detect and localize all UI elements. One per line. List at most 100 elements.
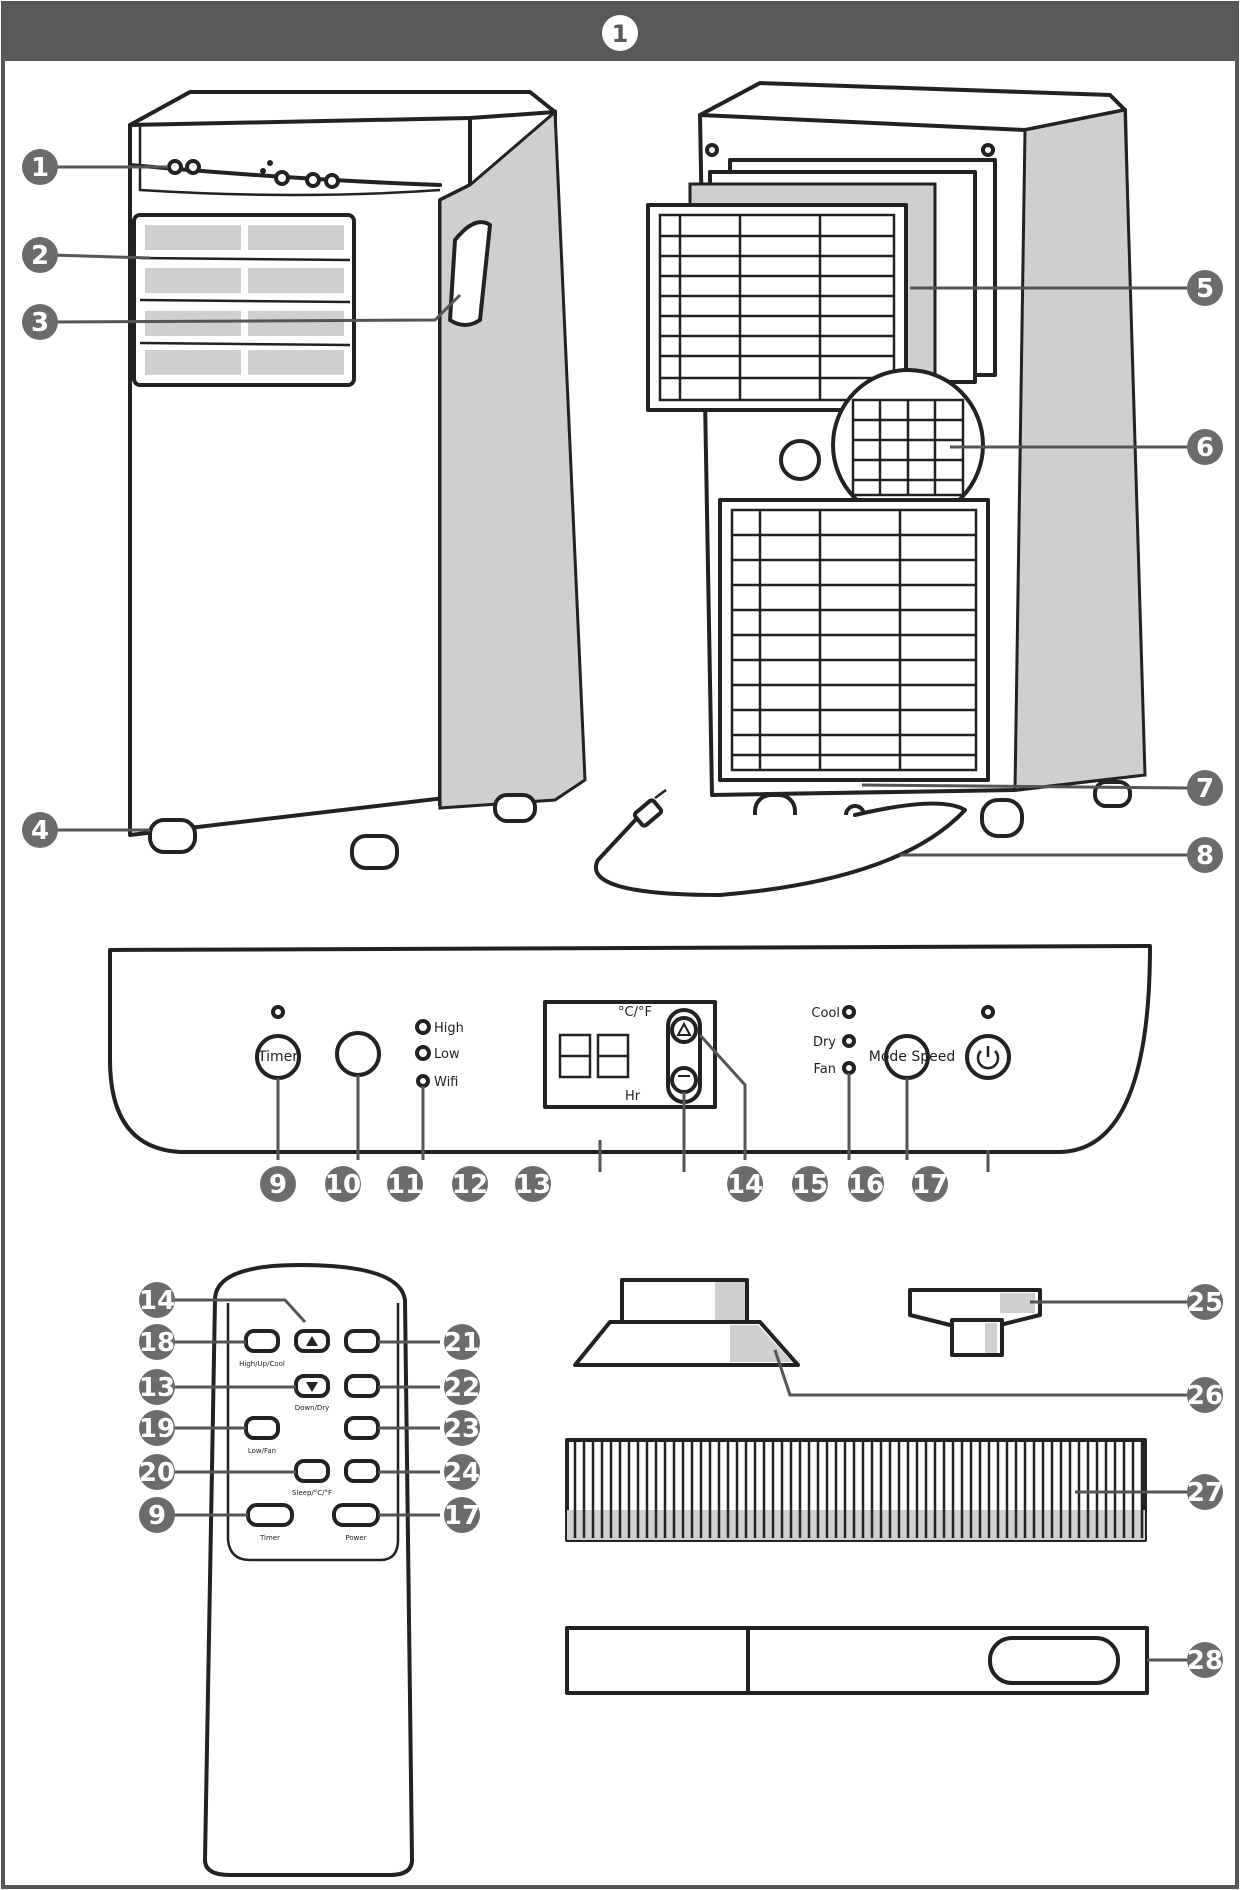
- callout-badge-label: 9: [269, 1170, 287, 1200]
- remote-high-up-cool-button: [244, 1329, 280, 1353]
- callout-badge-circle: [139, 1324, 175, 1360]
- callout-badge-circle: [727, 1166, 763, 1202]
- callout-badge-label: 27: [1187, 1478, 1223, 1508]
- callout-badge-circle: [139, 1410, 175, 1446]
- remote-swing-button: [344, 1459, 380, 1483]
- control-panel: Timer High Low Wifi °C/°F Hr Cool: [108, 944, 1152, 1154]
- callout-badge-circle: [260, 1166, 296, 1202]
- window-slider-kit: [565, 1626, 1149, 1695]
- callout-badge-circle: [444, 1324, 480, 1360]
- callout-badge-19: 19: [139, 1410, 175, 1446]
- callout-badge-20: 20: [139, 1454, 175, 1490]
- callout-badge-label: 15: [792, 1170, 828, 1200]
- callout-badge-circle: [387, 1166, 423, 1202]
- callout-badge-9: 9: [260, 1166, 296, 1202]
- callout-badge-26: 26: [1187, 1377, 1223, 1413]
- callout-badge-label: 3: [31, 308, 49, 338]
- callout-badge-23: 23: [444, 1410, 480, 1446]
- rear-view-unit: [594, 81, 1147, 897]
- callout-badge-label: 26: [1187, 1381, 1223, 1411]
- callout-badge-label: 21: [444, 1328, 480, 1358]
- power-cord: [594, 801, 967, 897]
- callout-badge-circle: [444, 1454, 480, 1490]
- lower-air-filter: [718, 498, 990, 782]
- remote-cool-button: [344, 1329, 380, 1353]
- callout-badge-label: 23: [444, 1414, 480, 1444]
- exhaust-hose: [565, 1438, 1147, 1542]
- callout-badge-27: 27: [1187, 1474, 1223, 1510]
- callout-badge-circle: [848, 1166, 884, 1202]
- callout-badge-circle: [22, 304, 58, 340]
- callout-badge-15: 15: [792, 1166, 828, 1202]
- callout-badge-circle: [325, 1166, 361, 1202]
- callout-badge-5: 5: [1187, 270, 1223, 306]
- indicator-cool-label: Cool: [811, 1006, 840, 1021]
- callout-badge-label: 4: [31, 816, 49, 846]
- callout-badge-14: 14: [727, 1166, 763, 1202]
- remote-dry-button: [344, 1374, 380, 1398]
- callout-badge-label: 17: [444, 1501, 480, 1531]
- callout-badge-circle: [1187, 1642, 1223, 1678]
- panel-mode-speed-label: Mode Speed: [869, 1049, 955, 1065]
- callout-badge-6: 6: [1187, 429, 1223, 465]
- callout-badge-25: 25: [1187, 1284, 1223, 1320]
- callout-badge-label: 11: [387, 1170, 423, 1200]
- callout-badge-circle: [139, 1454, 175, 1490]
- remote-down-dry-label: Down/Dry: [295, 1404, 330, 1412]
- remote-control: High/Up/Cool Down/Dry Low/Fan Sleep/°C/°…: [203, 1263, 414, 1877]
- leader-lines: [51, 165, 1191, 1662]
- callout-badge-circle: [1187, 1284, 1223, 1320]
- callout-badge-circle: [792, 1166, 828, 1202]
- callout-badge-circle: [139, 1369, 175, 1405]
- callout-badge-label: 8: [1196, 841, 1214, 871]
- callout-badge-22: 22: [444, 1369, 480, 1405]
- callout-badge-4: 4: [22, 812, 58, 848]
- callout-badge-label: 7: [1196, 774, 1214, 804]
- callout-badge-circle: [1187, 1377, 1223, 1413]
- indicator-dry-label: Dry: [813, 1035, 836, 1050]
- callout-badge-1: 1: [22, 149, 58, 185]
- callout-badge-label: 16: [848, 1170, 884, 1200]
- side-handle: [448, 220, 492, 327]
- remote-sleep-label: Sleep/°C/°F: [292, 1489, 332, 1497]
- callout-badge-circle: [22, 237, 58, 273]
- window-adapter-small: [908, 1288, 1042, 1357]
- indicator-fan-label: Fan: [814, 1062, 837, 1077]
- callout-badge-circle: [444, 1497, 480, 1533]
- upper-air-filter: [646, 158, 997, 412]
- callout-badge-label: 2: [31, 241, 49, 271]
- callout-badge-7: 7: [1187, 770, 1223, 806]
- exhaust-outlet: [831, 368, 985, 522]
- remote-fan-button: [344, 1416, 380, 1440]
- callout-badge-label: 10: [325, 1170, 361, 1200]
- callout-badge-circle: [452, 1166, 488, 1202]
- callout-badge-label: 20: [139, 1458, 175, 1488]
- callout-badge-circle: [1187, 770, 1223, 806]
- indicator-high-label: High: [434, 1021, 464, 1036]
- callout-badge-label: 1: [31, 153, 49, 183]
- panel-timer-label: Timer: [257, 1049, 298, 1065]
- front-control-buttons: [167, 159, 340, 189]
- callout-badge-circle: [1187, 270, 1223, 306]
- remote-sleep-button: [294, 1459, 330, 1483]
- callout-badge-label: 14: [139, 1286, 175, 1316]
- callout-badge-circle: [515, 1166, 551, 1202]
- callout-badge-label: 24: [444, 1458, 480, 1488]
- panel-timer-button: Timer: [255, 1005, 301, 1080]
- panel-ir-receiver: [335, 1031, 381, 1077]
- remote-timer-button: [246, 1503, 294, 1527]
- callout-badge-11: 11: [387, 1166, 423, 1202]
- callout-badge-label: 9: [148, 1501, 166, 1531]
- callout-badge-17: 17: [912, 1166, 948, 1202]
- front-view-unit: [128, 90, 587, 870]
- remote-low-fan-button: [244, 1416, 280, 1440]
- callout-badge-17: 17: [444, 1497, 480, 1533]
- callout-badge-label: 12: [452, 1170, 488, 1200]
- callout-badge-9: 9: [139, 1497, 175, 1533]
- callout-badge-label: 18: [139, 1328, 175, 1358]
- callout-badge-2: 2: [22, 237, 58, 273]
- callout-badge-label: 28: [1187, 1646, 1223, 1676]
- panel-display: °C/°F Hr: [543, 1000, 717, 1109]
